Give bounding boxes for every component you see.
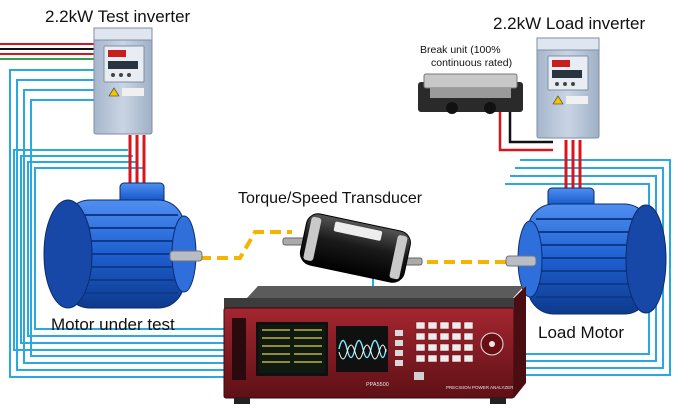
power-analyzer: PPA5500 PRECISION POWER ANALYZER	[223, 286, 526, 404]
test-inverter	[93, 27, 153, 135]
test-inverter-label: 2.2kW Test inverter	[45, 7, 191, 26]
shaft-couplings	[200, 230, 520, 264]
brake-unit-label-line2: continuous rated)	[431, 57, 513, 69]
brake-unit-label-line1: Break unit (100%	[420, 44, 501, 56]
motor-under-test	[43, 182, 203, 309]
load-motor	[505, 187, 667, 315]
transducer-label: Torque/Speed Transducer	[238, 190, 423, 207]
load-inverter	[536, 37, 600, 139]
analyzer-model: PPA5500	[366, 382, 389, 388]
analyzer-brand-text: PRECISION POWER ANALYZER	[446, 385, 514, 390]
load-inverter-label: 2.2kW Load inverter	[493, 14, 646, 33]
load-motor-label: Load Motor	[538, 323, 624, 342]
torque-speed-transducer	[282, 213, 423, 283]
power-cables	[128, 112, 582, 190]
brake-unit	[418, 73, 523, 114]
motor-under-test-label: Motor under test	[51, 315, 175, 334]
supply-lines	[0, 43, 94, 60]
